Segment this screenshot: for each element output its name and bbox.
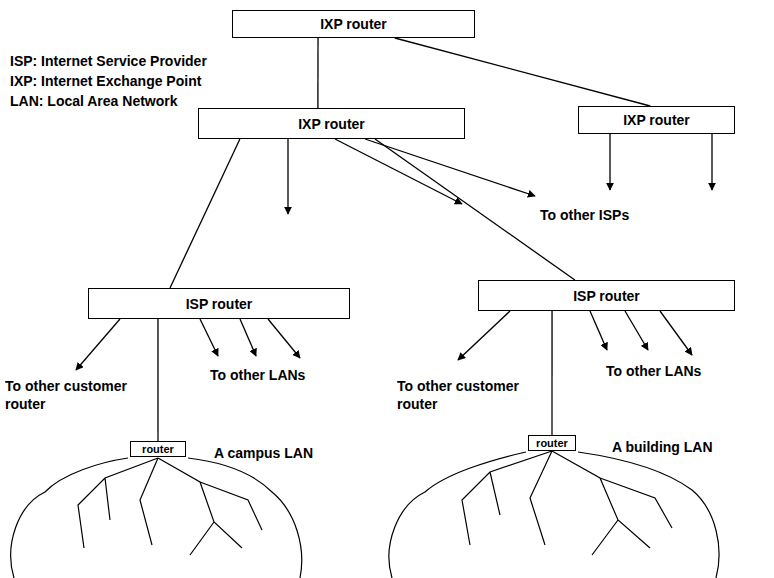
network-link bbox=[317, 38, 318, 108]
node-label: ISP router bbox=[573, 288, 640, 304]
node-label: router bbox=[536, 437, 568, 449]
router-box: IXP router bbox=[578, 106, 735, 134]
node-label: IXP router bbox=[298, 116, 365, 132]
network-label: To other customer router bbox=[5, 377, 145, 413]
lan-router-box: router bbox=[130, 441, 186, 457]
router-box: ISP router bbox=[88, 288, 350, 319]
network-label: To other LANs bbox=[606, 362, 701, 380]
abbreviation-note: ISP: Internet Service Provider bbox=[10, 52, 207, 70]
network-label: To other customer router bbox=[397, 377, 537, 413]
network-label: To other LANs bbox=[210, 366, 305, 384]
node-label: IXP router bbox=[320, 16, 387, 32]
network-link bbox=[395, 38, 650, 106]
abbreviation-note: IXP: Internet Exchange Point bbox=[10, 72, 201, 90]
network-link bbox=[551, 311, 552, 435]
network-link bbox=[157, 319, 158, 441]
router-box: ISP router bbox=[478, 280, 735, 311]
abbreviation-note: LAN: Local Area Network bbox=[10, 92, 178, 110]
node-label: ISP router bbox=[186, 296, 253, 312]
network-label: A campus LAN bbox=[214, 444, 313, 462]
node-label: IXP router bbox=[623, 112, 690, 128]
router-box: IXP router bbox=[198, 108, 465, 139]
network-link bbox=[170, 139, 240, 288]
network-label: A building LAN bbox=[612, 438, 713, 456]
router-box: IXP router bbox=[232, 10, 475, 38]
lan-router-box: router bbox=[528, 435, 576, 451]
outgoing-arrows bbox=[76, 134, 712, 370]
network-label: To other ISPs bbox=[540, 206, 629, 224]
lan-clouds bbox=[11, 451, 719, 578]
node-label: router bbox=[142, 443, 174, 455]
